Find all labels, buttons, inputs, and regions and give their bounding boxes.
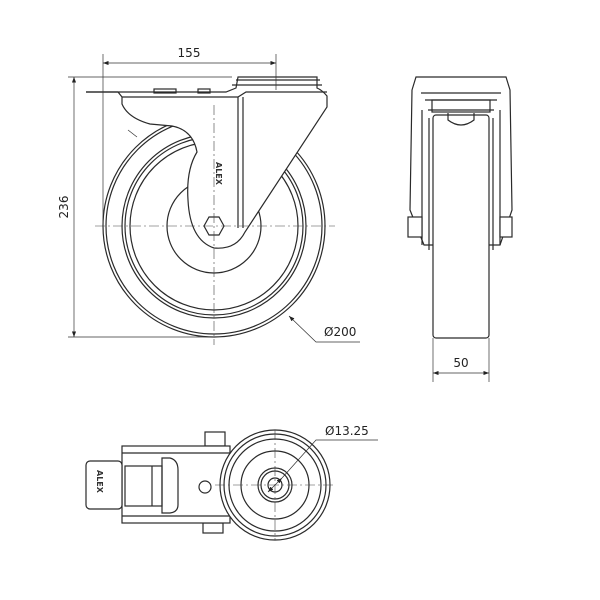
front-view: ALEX 155 236 Ø200 (57, 46, 360, 345)
fork-bracket (86, 76, 328, 249)
dim-diameter-label: Ø200 (324, 325, 356, 339)
right-axle-nut (499, 216, 513, 238)
dimension-bolt-hole: Ø13.25 (267, 424, 378, 493)
top-view: ALEX Ø13.25 (85, 424, 378, 541)
brake-pedal (85, 460, 123, 510)
left-axle-nut (407, 216, 423, 238)
dim-bolt-hole-label: Ø13.25 (325, 424, 369, 438)
dimension-wheel-diameter: Ø200 (288, 315, 360, 343)
dim-width-label: 155 (178, 46, 201, 60)
dimension-height: 236 (57, 76, 232, 338)
side-view: 50 (407, 76, 513, 382)
top-logo: ALEX (95, 470, 104, 494)
dimension-width: 155 (102, 46, 277, 226)
dim-height-label: 236 (57, 196, 71, 219)
dim-wheel-width-label: 50 (453, 356, 468, 370)
front-logo: ALEX (214, 162, 223, 186)
dimension-wheel-width: 50 (432, 338, 490, 382)
